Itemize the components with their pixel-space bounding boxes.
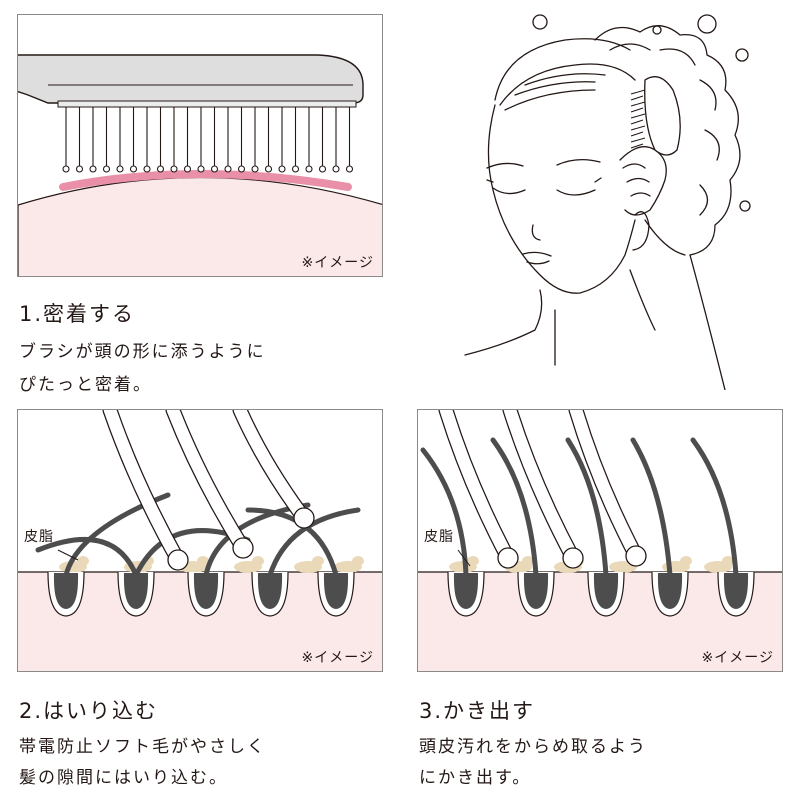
step2-title: 2.はいり込む — [19, 699, 159, 723]
step3-title: 3.かき出す — [419, 699, 536, 723]
image-note: ※イメージ — [701, 650, 774, 666]
woman-brushing-illustration — [464, 14, 751, 390]
brush-closeup-panel: ※イメージ — [17, 14, 383, 277]
sebum-label: 皮脂 — [24, 529, 54, 545]
step3-desc-line2: にかき出す。 — [419, 768, 532, 788]
step2-desc-line2: 髪の隙間にはいり込む。 — [19, 768, 228, 788]
sebum-label: 皮脂 — [424, 529, 454, 545]
image-note: ※イメージ — [301, 650, 374, 666]
scrape-out-illustration — [418, 410, 782, 671]
step1-desc-line2: ぴたっと密着。 — [19, 375, 152, 395]
bristles-enter-illustration — [18, 410, 382, 671]
step2-desc-line1: 帯電防止ソフト毛がやさしく — [19, 737, 266, 757]
step3-desc-line1: 頭皮汚れをからめ取るよう — [419, 737, 647, 757]
step1-title: 1.密着する — [19, 302, 136, 326]
brush-closeup-illustration — [18, 54, 382, 276]
image-note: ※イメージ — [301, 255, 374, 271]
scrape-out-panel: 皮脂 ※イメージ — [417, 409, 783, 672]
bristles-enter-panel: 皮脂 ※イメージ — [17, 409, 383, 672]
step1-desc-line1: ブラシが頭の形に添うように — [19, 342, 266, 362]
